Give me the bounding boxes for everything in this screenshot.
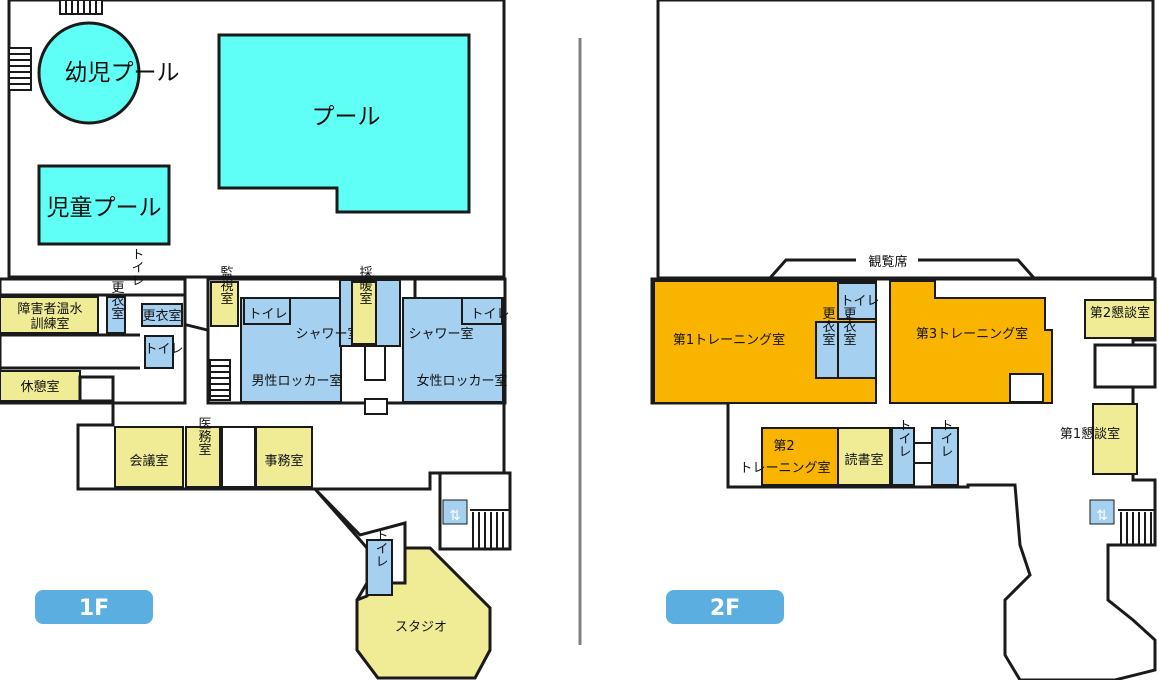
locker-women-label: 女性ロッカー室 [416,373,507,389]
changing-b-label: 更衣室 [841,307,857,346]
locker-men-label: 男性ロッカー室 [251,373,342,389]
stairs-icon-2 [470,509,510,548]
elevator [442,499,468,525]
floor-1-badge-label: 1F [79,596,109,621]
elevator-icon: ⇅ [449,508,461,524]
training-room-2-label-1: 第2 [773,439,794,454]
changing-a-label: 更衣室 [820,307,836,346]
disability-bath-label-2: 訓練室 [30,316,69,332]
rest-room-label: 休憩室 [20,379,59,395]
medical-room-label: 医務室 [196,417,212,456]
lounge-2 [1084,299,1156,339]
floor-2-badge [666,590,784,624]
lounge-2-label: 第2懇談室 [1090,305,1150,321]
office-label: 事務室 [264,453,303,469]
arena-void [656,0,1155,280]
changing-small [106,296,126,334]
training-room-3 [889,280,1053,404]
stairs-icon-3 [1118,509,1155,545]
shower-men-label: シャワー室 [295,326,360,342]
training-room-2-label-2: トレーニング室 [739,460,830,476]
toilet-a-label: トイレ [840,294,879,309]
elevator-2 [1089,499,1115,525]
toilet-c-label: トイレ [938,419,953,458]
disability-bath-room [0,296,99,334]
pool-ladder-icon [8,47,32,91]
reading-room-label: 読書室 [844,452,883,468]
infant-pool [37,21,141,125]
drain-grate-icon [59,0,103,15]
toilet-studio-label: トイレ [373,529,388,568]
toilet-studio-room [366,539,393,596]
main-pool-label: プール [312,104,381,130]
changing-room-label: 更衣室 [142,308,181,324]
changing-small-label: 更衣室 [109,281,125,320]
toilet-small-room [144,335,174,369]
reading-room [837,427,891,486]
meeting-room [114,426,184,488]
child-pool [37,164,171,246]
toilet-women-room [461,297,503,325]
floor-2-plan: 観覧席 第1トレーニング室 トイレ 更衣室 更衣室 第3トレーニング室 第2懇談… [650,0,1157,680]
training-room-2 [761,427,839,486]
monitor-room-label: 監視室 [218,265,234,305]
floor-2-badge-label: 2F [710,596,740,621]
lounge-1 [1092,403,1138,475]
toilet-a-room [837,282,877,320]
toilet-c-room [931,427,959,486]
toilet-men-label: トイレ [248,307,287,322]
main-pool [217,33,471,214]
shower-women-label: シャワー室 [408,326,473,342]
toilet-b-label: トイレ [896,419,911,458]
training-room-3-label: 第3トレーニング室 [916,326,1028,342]
heating-room-label: 採暖室 [357,266,373,305]
disability-bath-label-1: 障害者温水 [17,301,82,317]
training-room-1-label: 第1トレーニング室 [673,332,785,348]
spectator-label: 観覧席 [868,254,907,270]
office [255,426,313,488]
lounge-1-label: 第1懇談室 [1060,426,1120,442]
heating-room [351,281,377,345]
toilet-top-label: トイレ [129,248,144,287]
infant-pool-label: 幼児プール [65,60,180,86]
elevator-icon-2: ⇅ [1096,508,1108,524]
monitor-room [210,281,239,327]
stairs-icon [209,359,231,401]
changing-b-room [837,321,877,379]
meeting-room-label: 会議室 [129,453,168,469]
child-pool-label: 児童プール [47,195,162,221]
studio-label: スタジオ [395,620,447,635]
toilet-men-room [243,297,291,325]
toilet-small-label: トイレ [144,342,183,357]
changing-room [141,303,183,327]
toilet-women-label: トイレ [470,307,509,322]
floor-1-plan: 幼児プール プール 児童プール 障害者温水 訓練室 休憩室 更衣室 トイレ 更衣… [0,0,512,680]
floor-1-badge [35,590,153,624]
medical-room [185,426,221,488]
